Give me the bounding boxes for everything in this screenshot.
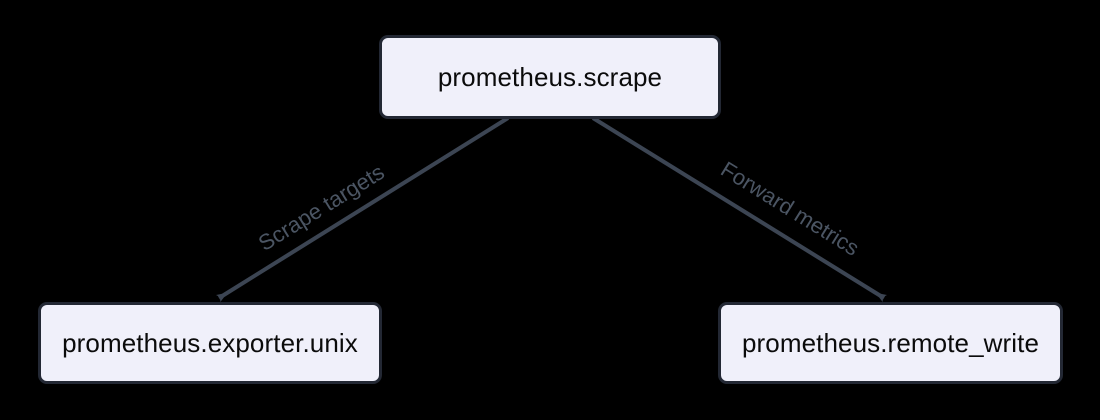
node-prometheus-exporter-unix[interactable]: prometheus.exporter.unix <box>38 302 382 384</box>
edge-scrape-to-exporter-unix <box>215 116 510 303</box>
node-prometheus-scrape[interactable]: prometheus.scrape <box>379 35 721 119</box>
node-prometheus-remote-write[interactable]: prometheus.remote_write <box>718 302 1063 384</box>
node-label-prometheus-exporter-unix: prometheus.exporter.unix <box>62 327 358 358</box>
node-label-prometheus-scrape: prometheus.scrape <box>437 61 663 92</box>
node-label-prometheus-remote-write: prometheus.remote_write <box>741 327 1040 358</box>
edge-scrape-to-remote-write <box>591 116 888 303</box>
